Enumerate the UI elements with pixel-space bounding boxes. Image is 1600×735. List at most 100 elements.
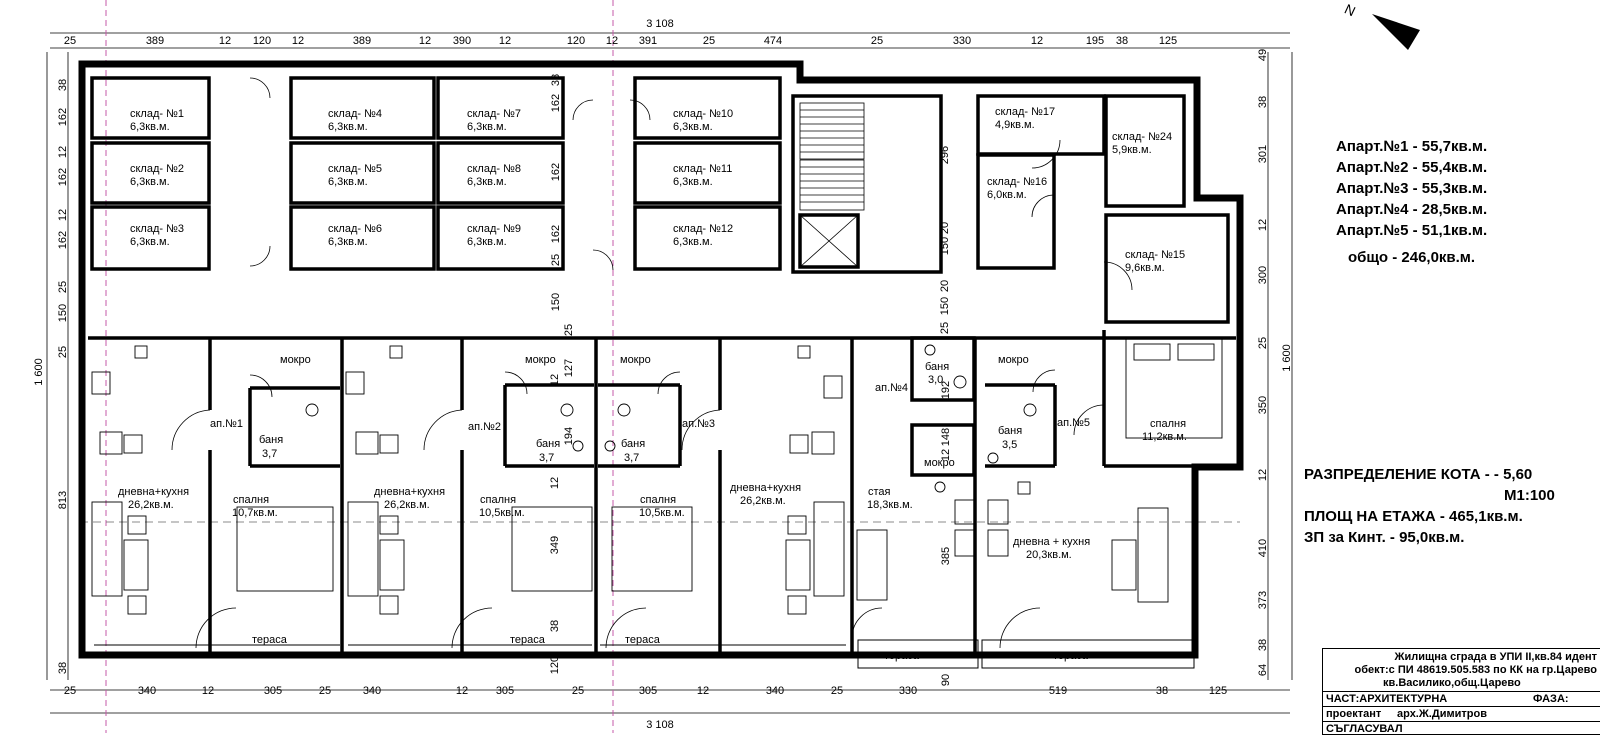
- living-room-2-area: 26,2кв.м.: [384, 499, 430, 511]
- built-area-line: ЗП за Кинт. - 95,0кв.м.: [1304, 529, 1465, 546]
- designer-name: арх.Ж.Димитров: [1397, 708, 1487, 720]
- inner-dim-label: 162: [550, 163, 562, 181]
- bottom-dim-label: 305: [639, 685, 657, 697]
- top-total-dim: 3 108: [646, 18, 674, 30]
- inner-dim-label: 38: [550, 74, 562, 86]
- storage-area: 6,3кв.м.: [673, 176, 713, 188]
- right-dim-label: 301: [1257, 145, 1269, 163]
- bed-icon: [236, 506, 334, 592]
- living-room-5-name: дневна + кухня: [1013, 536, 1090, 548]
- title-block-part-row: ЧАСТ:АРХИТЕКТУРНА ФАЗА:: [1323, 692, 1600, 707]
- floor-info: РАЗПРЕДЕЛЕНИЕ КОТА - - 5,60 М1:100 ПЛОЩ …: [1304, 464, 1555, 548]
- inner-dim-label: 150: [939, 237, 951, 255]
- storage-name: склад- №10: [673, 108, 733, 120]
- room-labels: дневна+кухня 26,2кв.м. дневна+кухня 26,2…: [118, 354, 1187, 662]
- apt-4-label: ап.№4: [875, 382, 908, 394]
- right-dim-label: 49: [1257, 49, 1269, 61]
- apartment-area-total: общо - 246,0кв.м.: [1348, 249, 1476, 266]
- storage-area: 6,3кв.м.: [328, 121, 368, 133]
- floor-area-line: ПЛОЩ НА ЕТАЖА - 465,1кв.м.: [1304, 508, 1523, 525]
- bath-4-name: баня: [925, 361, 949, 373]
- terrace-2-label: тераса: [510, 634, 546, 646]
- terrace-3-label: тераса: [625, 634, 661, 646]
- storage-name: склад- №11: [673, 163, 732, 175]
- apt-3-label: ап.№3: [682, 418, 715, 430]
- inner-dimension-labels: 3816216216225150252962015020150251271219…: [549, 74, 952, 686]
- bath-2-area: 3,7: [539, 452, 554, 464]
- title-block-designer-row: проектант арх.Ж.Димитров: [1323, 707, 1600, 722]
- storage-name: склад- №7: [467, 108, 521, 120]
- inner-dim-label: 25: [939, 322, 951, 334]
- title-line-3: кв.Василико,общ.Царево: [1383, 677, 1521, 689]
- bath-5-name: баня: [998, 425, 1022, 437]
- living-room-3-area: 26,2кв.м.: [740, 495, 786, 507]
- inner-dim-label: 148: [940, 428, 952, 446]
- bath-2-name: баня: [536, 438, 560, 450]
- storage-name: склад- №8: [467, 163, 521, 175]
- top-dim-label: 25: [871, 35, 883, 47]
- agreed-label: СЪГЛАСУВАЛ: [1326, 723, 1403, 735]
- inner-dim-label: 150: [939, 297, 951, 315]
- storage-area: 9,6кв.м.: [1125, 262, 1165, 274]
- storage-name: склад- №12: [673, 223, 733, 235]
- bottom-dim-label: 12: [697, 685, 709, 697]
- top-dim-label: 125: [1159, 35, 1177, 47]
- inner-dim-label: 162: [550, 225, 562, 243]
- inner-dim-label: 349: [549, 536, 561, 554]
- apt-5-label: ап.№5: [1057, 417, 1090, 429]
- storage-name: склад- №2: [130, 163, 184, 175]
- wet-room-1: мокро: [280, 354, 311, 366]
- designer-label: проектант: [1326, 708, 1382, 720]
- inner-dim-label: 12: [940, 449, 952, 461]
- top-dim-label: 38: [1116, 35, 1128, 47]
- room-4-name: стая: [868, 486, 891, 498]
- right-dim-label: 38: [1257, 96, 1269, 108]
- storage-area: 6,3кв.м.: [467, 236, 507, 248]
- inner-dim-label: 20: [939, 280, 951, 292]
- storage-area: 6,3кв.м.: [130, 176, 170, 188]
- apartment-area-line: Апарт.№3 - 55,3кв.м.: [1336, 180, 1488, 197]
- top-dim-label: 12: [499, 35, 511, 47]
- left-dim-label: 162: [57, 108, 69, 126]
- room-4-area: 18,3кв.м.: [867, 499, 913, 511]
- living-room-1-name: дневна+кухня: [118, 486, 189, 498]
- storage-area: 6,3кв.м.: [130, 121, 170, 133]
- right-dim-label: 410: [1257, 539, 1269, 557]
- bath-3-area: 3,7: [624, 452, 639, 464]
- furniture: [91, 337, 1223, 615]
- left-dim-label: 38: [57, 662, 69, 674]
- inner-dim-label: 162: [550, 94, 562, 112]
- title-block-header: Жилищна сграда в УПИ II,кв.84 идент обек…: [1323, 649, 1600, 692]
- bedroom-5-name: спалня: [1150, 418, 1186, 430]
- top-dim-label: 25: [64, 35, 76, 47]
- part-label: ЧАСТ:АРХИТЕКТУРНА: [1326, 693, 1448, 705]
- bath-3-name: баня: [621, 438, 645, 450]
- storage-name: склад- №15: [1125, 249, 1185, 261]
- terrace-5-label: тераса: [1053, 650, 1089, 662]
- left-dim-label: 162: [57, 168, 69, 186]
- bedroom-2-area: 10,5кв.м.: [479, 507, 525, 519]
- storage-area: 6,3кв.м.: [673, 121, 713, 133]
- apartment-area-line: Апарт.№1 - 55,7кв.м.: [1336, 138, 1488, 155]
- bottom-dim-label: 25: [319, 685, 331, 697]
- left-dim-label: 25: [57, 281, 69, 293]
- right-total-dim: 1 600: [1281, 344, 1293, 372]
- bottom-dim-label: 305: [264, 685, 282, 697]
- storage-name: склад- №24: [1112, 131, 1172, 143]
- storage-name: склад- №1: [130, 108, 184, 120]
- storage-name: склад- №17: [995, 106, 1055, 118]
- floor-level-line: РАЗПРЕДЕЛЕНИЕ КОТА - - 5,60: [1304, 466, 1533, 483]
- storage-area: 6,3кв.м.: [467, 121, 507, 133]
- bedroom-5-area: 11,2кв.м.: [1142, 431, 1187, 443]
- left-dim-label: 162: [57, 231, 69, 249]
- inner-dim-label: 192: [940, 381, 952, 399]
- top-dim-label: 12: [219, 35, 231, 47]
- storage-name: склад- №4: [328, 108, 382, 120]
- left-dim-label: 12: [57, 146, 69, 158]
- sofa-icon: [91, 501, 123, 597]
- storage-area: 6,3кв.м.: [328, 236, 368, 248]
